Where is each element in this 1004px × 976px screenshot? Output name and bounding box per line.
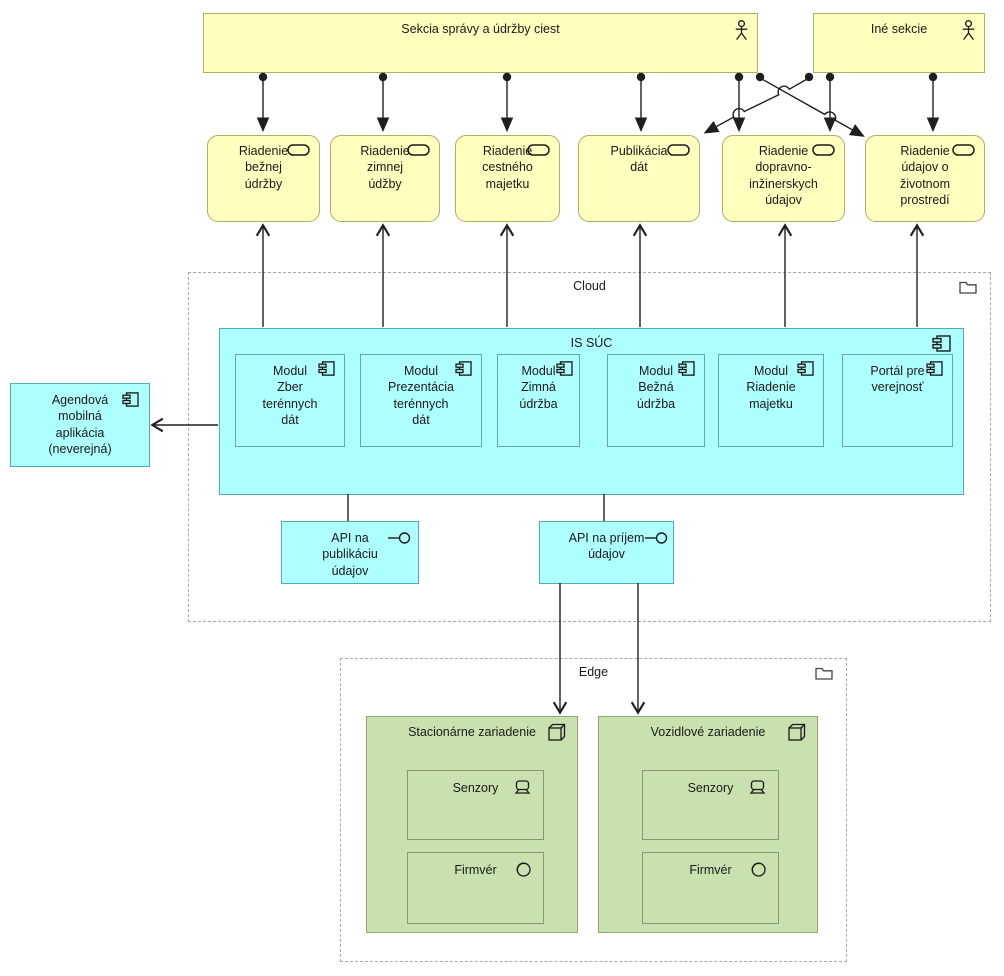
service-label: Riadenie dopravno- inžinerskych údajov xyxy=(749,144,818,207)
service-riadenie-cestneho-majetku: Riadenie cestného majetku xyxy=(455,135,560,222)
component-icon xyxy=(318,361,335,376)
actor-ine-sekcie: Iné sekcie xyxy=(813,13,985,73)
group-edge-label: Edge xyxy=(578,665,609,679)
node-label: Vozidlové zariadenie xyxy=(650,725,766,739)
interface-icon xyxy=(388,532,411,544)
system-software-icon xyxy=(750,861,766,877)
service-icon xyxy=(287,144,310,156)
actor-icon xyxy=(962,20,975,41)
group-edge: Edge Stacionárne zariadenie Senzory xyxy=(340,658,847,962)
device-senzory: Senzory xyxy=(642,770,779,840)
node-stacionarne-zariadenie: Stacionárne zariadenie Senzory xyxy=(366,716,578,933)
component-icon xyxy=(556,361,573,376)
syssoft-label: Firmvér xyxy=(454,863,497,877)
interface-api-na-prijem-udajov: API na príjem údajov xyxy=(539,521,674,584)
interface-label: API na publikáciu údajov xyxy=(322,531,378,578)
syssoft-firmver: Firmvér xyxy=(642,852,779,924)
app-label: Agendová mobilná aplikácia (neverejná) xyxy=(48,393,112,456)
module-label: Modul Prezentácia terénnych dát xyxy=(387,364,454,427)
folder-icon xyxy=(815,666,833,680)
node-vozidlove-zariadenie: Vozidlové zariadenie Senzory xyxy=(598,716,818,933)
module-riadenie-majetku: Modul Riadenie majetku xyxy=(718,354,824,447)
app-agendova-mobilna-aplikacia: Agendová mobilná aplikácia (neverejná) xyxy=(10,383,150,467)
module-label: Modul Bežná údržba xyxy=(636,364,676,411)
service-icon xyxy=(952,144,975,156)
service-riadenie-dopravno-inzinerskych-udajov: Riadenie dopravno- inžinerskych údajov xyxy=(722,135,845,222)
component-icon xyxy=(455,361,472,376)
app-is-suc: IS SÚC Modul Zber terénnych dát Modul Pr xyxy=(219,328,964,495)
service-label: Publikácia dát xyxy=(610,144,668,175)
assignment-balls xyxy=(258,72,938,82)
syssoft-label: Firmvér xyxy=(689,863,732,877)
system-software-icon xyxy=(515,861,531,877)
component-icon xyxy=(932,335,951,352)
service-label: Riadenie cestného majetku xyxy=(482,144,533,191)
app-is-suc-label: IS SÚC xyxy=(570,336,613,350)
module-label: Portál pre verejnosť xyxy=(870,364,925,395)
device-label: Senzory xyxy=(452,781,499,795)
module-label: Modul Riadenie majetku xyxy=(746,364,796,411)
folder-icon xyxy=(959,280,977,294)
service-riadenie-beznej-udrzby: Riadenie bežnej údržby xyxy=(207,135,320,222)
device-senzory: Senzory xyxy=(407,770,544,840)
interface-label: API na príjem údajov xyxy=(568,531,645,562)
device-label: Senzory xyxy=(687,781,734,795)
interface-api-na-publikaciu-udajov: API na publikáciu údajov xyxy=(281,521,419,584)
service-label: Riadenie zimnej údžby xyxy=(360,144,410,191)
service-label: Riadenie údajov o životnom prostredí xyxy=(899,144,951,207)
module-zimna-udrzba: Modul Zimná údržba xyxy=(497,354,580,447)
node-icon xyxy=(788,723,806,741)
service-riadenie-zimnej-udzby: Riadenie zimnej údžby xyxy=(330,135,440,222)
service-icon xyxy=(527,144,550,156)
node-icon xyxy=(548,723,566,741)
device-icon xyxy=(514,780,531,794)
module-prezentacia-terennych-dat: Modul Prezentácia terénnych dát xyxy=(360,354,482,447)
syssoft-firmver: Firmvér xyxy=(407,852,544,924)
actor-label: Sekcia správy a údržby ciest xyxy=(401,22,560,36)
actor-sekcia-spravy-a-udrzby-ciest: Sekcia správy a údržby ciest xyxy=(203,13,758,73)
interface-icon xyxy=(645,532,668,544)
assignment-connectors xyxy=(256,77,940,137)
module-label: Modul Zimná údržba xyxy=(519,364,558,411)
group-cloud-label: Cloud xyxy=(573,279,606,293)
service-icon xyxy=(667,144,690,156)
service-icon xyxy=(407,144,430,156)
service-icon xyxy=(812,144,835,156)
component-icon xyxy=(678,361,695,376)
component-icon xyxy=(797,361,814,376)
module-label: Modul Zber terénnych dát xyxy=(262,364,318,427)
actor-label: Iné sekcie xyxy=(870,22,928,36)
service-label: Riadenie bežnej údržby xyxy=(238,144,289,191)
component-icon xyxy=(122,392,139,407)
group-cloud: Cloud IS SÚC Modul Zber terénnych dát xyxy=(188,272,991,622)
device-icon xyxy=(749,780,766,794)
node-label: Stacionárne zariadenie xyxy=(408,725,536,739)
module-bezna-udrzba: Modul Bežná údržba xyxy=(607,354,705,447)
actor-icon xyxy=(735,20,748,41)
service-publikacia-dat: Publikácia dát xyxy=(578,135,700,222)
module-zber-terennych-dat: Modul Zber terénnych dát xyxy=(235,354,345,447)
component-icon xyxy=(926,361,943,376)
service-riadenie-udajov-o-zivotnom-prostredi: Riadenie údajov o životnom prostredí xyxy=(865,135,985,222)
module-portal-pre-verejnost: Portál pre verejnosť xyxy=(842,354,953,447)
